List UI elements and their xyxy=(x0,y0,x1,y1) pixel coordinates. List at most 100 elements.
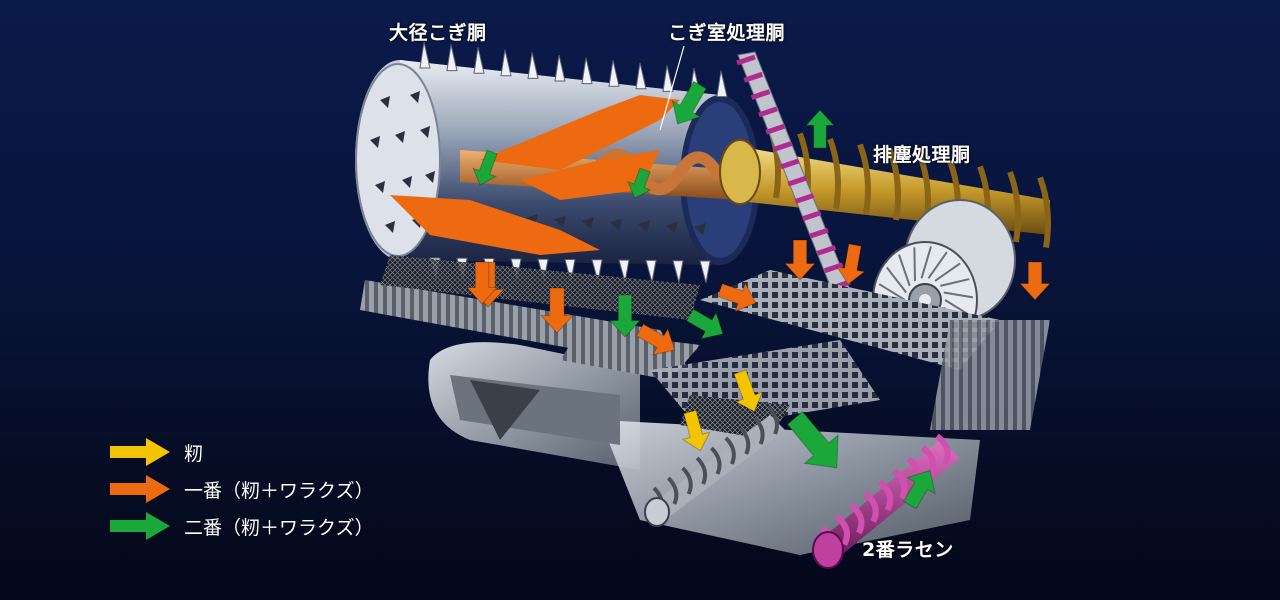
flow-arrow xyxy=(786,410,839,469)
flow-arrow xyxy=(717,282,757,313)
screw-flight xyxy=(666,476,679,505)
fan-blade xyxy=(920,246,932,279)
drum-spike xyxy=(564,259,576,282)
flow-arrow xyxy=(520,150,660,200)
drum-spike xyxy=(672,260,684,283)
flow-arrow xyxy=(804,109,836,149)
drum-spike xyxy=(662,65,674,92)
screw-flight xyxy=(877,479,894,512)
screw-flight xyxy=(724,436,736,465)
legend-item-yellow: 籾 xyxy=(108,437,203,467)
auger-flight xyxy=(857,143,871,215)
label-screw-2: 2番ラセン xyxy=(862,539,954,561)
screw-flight xyxy=(695,456,708,485)
legend-item-green: 二番（籾＋ワラクズ） xyxy=(108,511,374,541)
screw-flight xyxy=(935,433,951,466)
flow-arrow xyxy=(472,149,498,186)
drum-spike xyxy=(608,60,620,87)
screw-flight xyxy=(767,406,779,435)
drum-spike xyxy=(419,41,431,69)
drum-hole xyxy=(425,171,435,183)
drum-hole xyxy=(420,126,430,138)
screw-flight xyxy=(765,123,786,135)
screw-flight xyxy=(758,106,778,118)
drum-spike xyxy=(581,57,593,85)
fan-blade xyxy=(940,278,970,287)
drum-spike xyxy=(527,52,539,79)
drum-hole xyxy=(694,223,706,235)
drum-spike xyxy=(473,47,485,74)
flow-arrow xyxy=(608,294,642,338)
flow-arrow xyxy=(783,239,817,281)
legend-label: 一番（籾＋ワラクズ） xyxy=(184,479,374,502)
drum-hole xyxy=(410,91,420,103)
screw-flight xyxy=(863,491,879,523)
drum-spike xyxy=(554,54,566,82)
screw-flight xyxy=(891,468,908,500)
yellow-arrow-icon xyxy=(110,438,170,466)
flow-arrow xyxy=(480,95,680,170)
flow-arrow xyxy=(671,80,707,125)
screw-flight xyxy=(772,141,793,152)
screw-flight xyxy=(743,71,764,83)
green-arrow-icon xyxy=(110,512,170,540)
screw-flight xyxy=(681,466,693,495)
screw-flight xyxy=(750,89,771,100)
fan-blade xyxy=(927,251,948,279)
drum-spike xyxy=(699,260,711,284)
fan-blade xyxy=(913,247,916,281)
screw-flight xyxy=(794,193,815,204)
drum-spike xyxy=(500,49,512,77)
flow-arrow xyxy=(685,308,724,340)
auger-flight xyxy=(887,148,901,221)
drum-hole xyxy=(638,220,650,232)
drum-hole xyxy=(380,96,390,108)
auger-flight xyxy=(1037,176,1051,248)
flow-arrow xyxy=(539,287,575,334)
drum-hole xyxy=(385,221,395,233)
legend-item-orange: 一番（籾＋ワラクズ） xyxy=(108,474,374,504)
fan-blade xyxy=(885,266,907,294)
drum-spike xyxy=(645,259,657,283)
drum-spike xyxy=(591,259,603,282)
auger-flight xyxy=(827,137,841,210)
auger-flight xyxy=(1007,170,1021,243)
drum-hole xyxy=(375,181,385,193)
drum-hole xyxy=(554,215,566,228)
screw-flight xyxy=(848,502,865,535)
screw-flight xyxy=(787,175,807,187)
fan-blade xyxy=(934,262,961,282)
drum-hole xyxy=(582,217,594,229)
screw-flight xyxy=(816,245,837,256)
drum-hole xyxy=(610,218,622,231)
screw-flight xyxy=(834,514,850,546)
flow-arrow xyxy=(835,243,866,286)
drum-hole xyxy=(395,131,405,143)
label-threshing-chamber-drum: こぎ室処理胴 xyxy=(668,22,786,44)
screw-flight xyxy=(823,262,844,274)
drum-hole xyxy=(666,221,678,234)
screw-flight xyxy=(738,426,751,455)
screw-flight xyxy=(753,416,765,445)
flow-arrow xyxy=(627,167,652,199)
drum-spike xyxy=(618,259,630,283)
flow-arrow xyxy=(903,469,936,510)
screw-flight xyxy=(780,158,800,170)
legend-label: 籾 xyxy=(184,442,204,465)
screw-flight xyxy=(809,227,829,239)
drum-spike xyxy=(635,62,647,90)
legend-label: 二番（籾＋ワラクズ） xyxy=(184,516,374,539)
drum-hole xyxy=(402,176,412,188)
fan-blade xyxy=(943,291,974,299)
flow-arrow xyxy=(465,261,499,305)
screw-flight xyxy=(920,445,937,477)
orange-arrow-icon xyxy=(110,475,170,503)
screw-flight xyxy=(801,210,822,222)
drum-spike xyxy=(446,44,458,72)
label-waste-drum: 排塵処理胴 xyxy=(873,144,971,166)
flow-arrow xyxy=(733,369,764,413)
label-large-drum: 大径こぎ胴 xyxy=(389,22,487,44)
drum-hole xyxy=(370,136,380,148)
